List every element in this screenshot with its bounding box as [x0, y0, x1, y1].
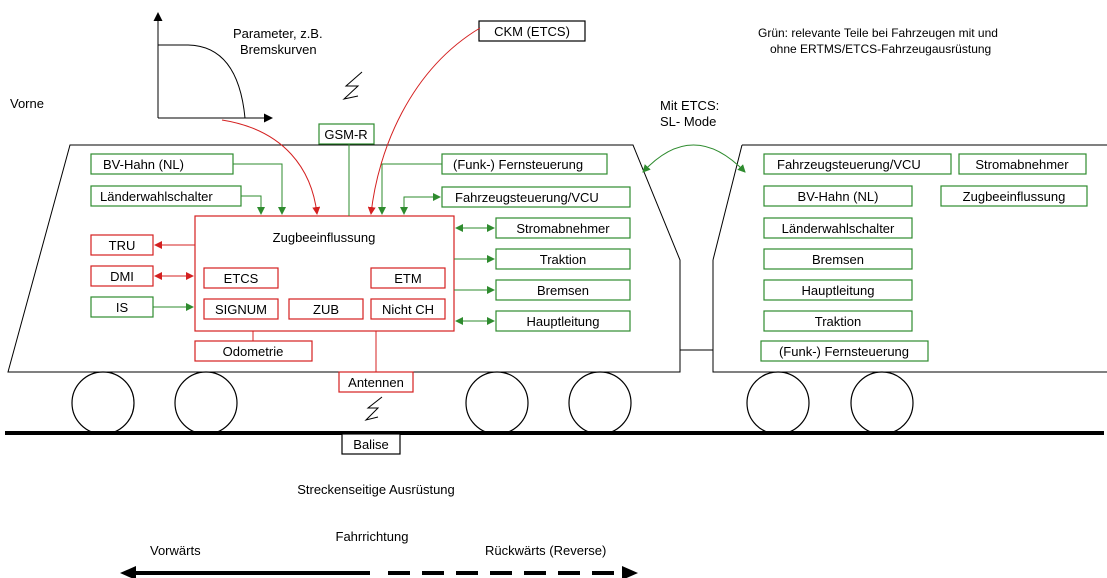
- rc-stromabnehmer-label: Stromabnehmer: [975, 157, 1069, 172]
- wheel: [746, 371, 810, 435]
- signum-label: SIGNUM: [215, 302, 267, 317]
- nicht-ch-label: Nicht CH: [382, 302, 434, 317]
- laenderwahlschalter-label: Länderwahlschalter: [100, 189, 213, 204]
- rc-funk-fernsteuerung-box: (Funk-) Fernsteuerung: [760, 340, 929, 362]
- funk-fernsteuerung-box: (Funk-) Fernsteuerung: [441, 153, 608, 175]
- tru-label: TRU: [109, 238, 136, 253]
- bremsen-box: Bremsen: [495, 279, 631, 301]
- sl-mode-arrow: [642, 144, 746, 173]
- legend-line1: Grün: relevante Teile bei Fahrzeugen mit…: [758, 26, 998, 40]
- fahrrichtung-label: Fahrrichtung: [336, 529, 409, 544]
- is-label: IS: [116, 300, 129, 315]
- zub-box: ZUB: [288, 298, 364, 320]
- rc-bremsen-box: Bremsen: [763, 248, 913, 270]
- tru-box: TRU: [90, 234, 154, 256]
- direction-arrow: [120, 566, 638, 578]
- rc-bremsen-label: Bremsen: [812, 252, 864, 267]
- rc-traktion-label: Traktion: [815, 314, 861, 329]
- hauptleitung-label: Hauptleitung: [527, 314, 600, 329]
- antennen-box: Antennen: [338, 371, 414, 393]
- vorwaerts-label: Vorwärts: [150, 543, 201, 558]
- balise-label: Balise: [353, 437, 388, 452]
- balise-lightning-icon: [364, 396, 383, 421]
- streckenseitige-label: Streckenseitige Ausrüstung: [297, 482, 455, 497]
- bv-hahn-box: BV-Hahn (NL): [90, 153, 234, 175]
- stromabnehmer-label: Stromabnehmer: [516, 221, 610, 236]
- etcs-box: ETCS: [203, 267, 279, 289]
- rc-hauptleitung-box: Hauptleitung: [763, 279, 913, 301]
- laenderwahlschalter-box: Länderwahlschalter: [90, 185, 242, 207]
- zub-label: ZUB: [313, 302, 339, 317]
- mit-etcs-label-line1: Mit ETCS:: [660, 98, 719, 113]
- locomotive-body: [7, 144, 681, 373]
- stromabnehmer-box: Stromabnehmer: [495, 217, 631, 239]
- ckm-arrow: [367, 27, 481, 215]
- funk-connection: [378, 163, 442, 215]
- fahrzeugsteuerung-label: Fahrzeugsteuerung/VCU: [455, 190, 599, 205]
- rc-bv-hahn-label: BV-Hahn (NL): [798, 189, 879, 204]
- ckm-etcs-label: CKM (ETCS): [494, 24, 570, 39]
- antennen-label: Antennen: [348, 375, 404, 390]
- radio-lightning-icon: [342, 71, 363, 100]
- zugbeeinflussung-title: Zugbeeinflussung: [273, 230, 376, 245]
- dmi-label: DMI: [110, 269, 134, 284]
- parameter-label-line2: Bremskurven: [240, 42, 317, 57]
- laenderwahl-connection: [241, 195, 265, 215]
- legend-line2: ohne ERTMS/ETCS-Fahrzeugausrüstung: [770, 42, 991, 56]
- rc-laenderwahlschalter-label: Länderwahlschalter: [782, 221, 895, 236]
- rc-funk-fernsteuerung-label: (Funk-) Fernsteuerung: [779, 344, 909, 359]
- hauptleitung-box: Hauptleitung: [495, 310, 631, 332]
- wheel: [850, 371, 914, 435]
- wheel: [71, 371, 135, 435]
- parameter-arrow: [221, 119, 321, 215]
- bv-hahn-connection: [233, 163, 286, 215]
- wheel: [568, 371, 632, 435]
- bv-hahn-label: BV-Hahn (NL): [103, 157, 184, 172]
- fahrzeugsteuerung-box: Fahrzeugsteuerung/VCU: [441, 186, 631, 208]
- signum-box: SIGNUM: [203, 298, 279, 320]
- ckm-etcs-box: CKM (ETCS): [478, 20, 586, 42]
- balise-box: Balise: [341, 433, 401, 455]
- mit-etcs-label-line2: SL- Mode: [660, 114, 716, 129]
- wheel: [465, 371, 529, 435]
- traktion-box: Traktion: [495, 248, 631, 270]
- is-box: IS: [90, 296, 154, 318]
- fahrzeugsteuerung-connection: [400, 193, 441, 215]
- rc-traktion-box: Traktion: [763, 310, 913, 332]
- traktion-label: Traktion: [540, 252, 586, 267]
- rc-fahrzeugsteuerung-box: Fahrzeugsteuerung/VCU: [763, 153, 952, 175]
- etm-label: ETM: [394, 271, 421, 286]
- gsmr-box: GSM-R: [318, 123, 375, 145]
- parameter-label-line1: Parameter, z.B.: [233, 26, 323, 41]
- etm-box: ETM: [370, 267, 446, 289]
- rc-zugbeeinflussung-box: Zugbeeinflussung: [940, 185, 1088, 207]
- rc-stromabnehmer-box: Stromabnehmer: [958, 153, 1087, 175]
- gsmr-label: GSM-R: [324, 127, 367, 142]
- nicht-ch-box: Nicht CH: [370, 298, 446, 320]
- front-label: Vorne: [10, 96, 44, 111]
- rc-fahrzeugsteuerung-label: Fahrzeugsteuerung/VCU: [777, 157, 921, 172]
- funk-fernsteuerung-label: (Funk-) Fernsteuerung: [453, 157, 583, 172]
- wheel: [174, 371, 238, 435]
- odometrie-box: Odometrie: [194, 340, 313, 362]
- etcs-label: ETCS: [224, 271, 259, 286]
- dmi-box: DMI: [90, 265, 154, 287]
- braking-curve-chart: [153, 12, 273, 123]
- odometrie-label: Odometrie: [223, 344, 284, 359]
- rc-laenderwahlschalter-box: Länderwahlschalter: [763, 217, 913, 239]
- bremsen-label: Bremsen: [537, 283, 589, 298]
- rc-zugbeeinflussung-label: Zugbeeinflussung: [963, 189, 1066, 204]
- rc-bv-hahn-box: BV-Hahn (NL): [763, 185, 913, 207]
- rc-hauptleitung-label: Hauptleitung: [802, 283, 875, 298]
- rueckwaerts-label: Rückwärts (Reverse): [485, 543, 606, 558]
